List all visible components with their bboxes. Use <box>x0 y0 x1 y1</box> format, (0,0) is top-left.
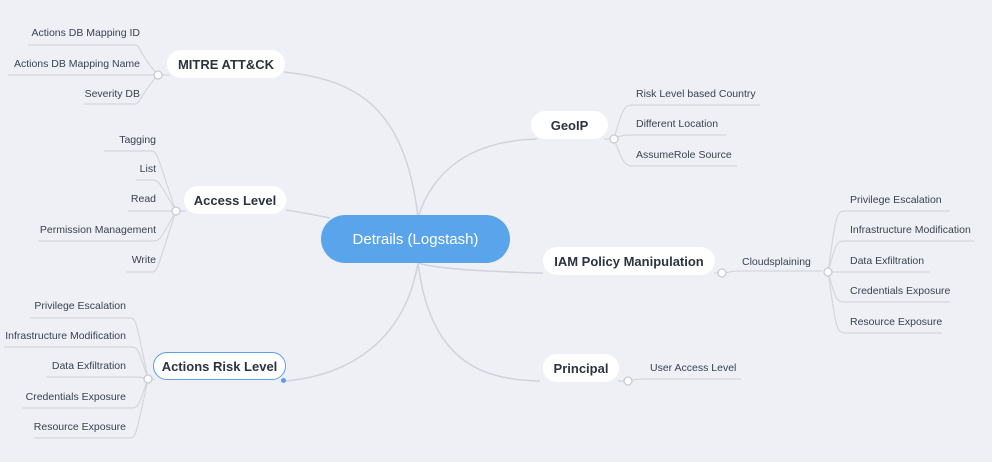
access-leaf-tagging[interactable]: Tagging <box>119 134 156 146</box>
risk-collapse-dot <box>143 374 153 384</box>
branch-principal[interactable]: Principal <box>543 354 619 382</box>
principal-collapse-dot <box>623 376 633 386</box>
access-leaf-read[interactable]: Read <box>130 193 156 205</box>
access-leaf-write[interactable]: Write <box>131 254 156 266</box>
risk-leaf-privilege-escalation[interactable]: Privilege Escalation <box>34 300 126 312</box>
cloudsplaining-collapse-dot <box>823 267 833 277</box>
access-collapse-dot <box>171 206 181 216</box>
branch-geoip[interactable]: GeoIP <box>531 111 608 139</box>
risk-leaf-resource-exposure[interactable]: Resource Exposure <box>33 421 126 433</box>
risk-leaf-data-exfiltration[interactable]: Data Exfiltration <box>51 360 126 372</box>
edge-geoip <box>417 138 538 218</box>
principal-leaf-user-access-level[interactable]: User Access Level <box>650 362 737 374</box>
mitre-collapse-dot <box>153 70 163 80</box>
geoip-leaf-assumerole-source[interactable]: AssumeRole Source <box>636 149 732 161</box>
branch-actions-risk-level[interactable]: Actions Risk Level <box>153 352 286 380</box>
edge-access-level <box>285 209 331 219</box>
iam-sub-cloudsplaining[interactable]: Cloudsplaining <box>742 256 811 268</box>
mitre-leaf-severity-db[interactable]: Severity DB <box>84 88 140 100</box>
principal-leaf-lines <box>618 378 741 382</box>
selection-resize-handle[interactable] <box>281 378 286 383</box>
cloudsplaining-leaf-credentials-exposure[interactable]: Credentials Exposure <box>850 285 951 297</box>
mitre-leaf-actions-db-mapping-name[interactable]: Actions DB Mapping Name <box>13 58 140 70</box>
mitre-leaf-lines <box>8 44 170 105</box>
branch-mitre-attack[interactable]: MITRE ATT&CK <box>167 50 285 78</box>
cloudsplaining-leaf-infrastructure-modification[interactable]: Infrastructure Modification <box>850 224 971 236</box>
cloudsplaining-leaf-privilege-escalation[interactable]: Privilege Escalation <box>850 194 942 206</box>
geoip-leaf-different-location[interactable]: Different Location <box>636 118 719 130</box>
branch-iam-policy-manipulation[interactable]: IAM Policy Manipulation <box>543 247 715 275</box>
mitre-leaf-actions-db-mapping-id[interactable]: Actions DB Mapping ID <box>31 27 140 39</box>
access-leaf-list[interactable]: List <box>139 163 156 175</box>
iam-collapse-dot <box>717 268 727 278</box>
central-topic-node[interactable]: Detrails (Logstash) <box>321 215 510 263</box>
edge-iam <box>417 262 544 274</box>
risk-leaf-credentials-exposure[interactable]: Credentials Exposure <box>25 391 126 403</box>
geoip-leaf-risk-level-based-country[interactable]: Risk Level based Country <box>636 88 756 100</box>
edge-actions-risk <box>285 262 419 382</box>
edge-mitre <box>283 71 419 218</box>
cloudsplaining-leaf-data-exfiltration[interactable]: Data Exfiltration <box>850 255 925 267</box>
branch-access-level[interactable]: Access Level <box>184 186 286 214</box>
access-leaf-lines <box>38 150 186 273</box>
geoip-collapse-dot <box>609 134 619 144</box>
access-leaf-permission-management[interactable]: Permission Management <box>39 224 156 236</box>
risk-leaf-infrastructure-modification[interactable]: Infrastructure Modification <box>5 330 126 342</box>
edge-principal <box>417 262 541 382</box>
cloudsplaining-leaf-resource-exposure[interactable]: Resource Exposure <box>850 316 943 328</box>
